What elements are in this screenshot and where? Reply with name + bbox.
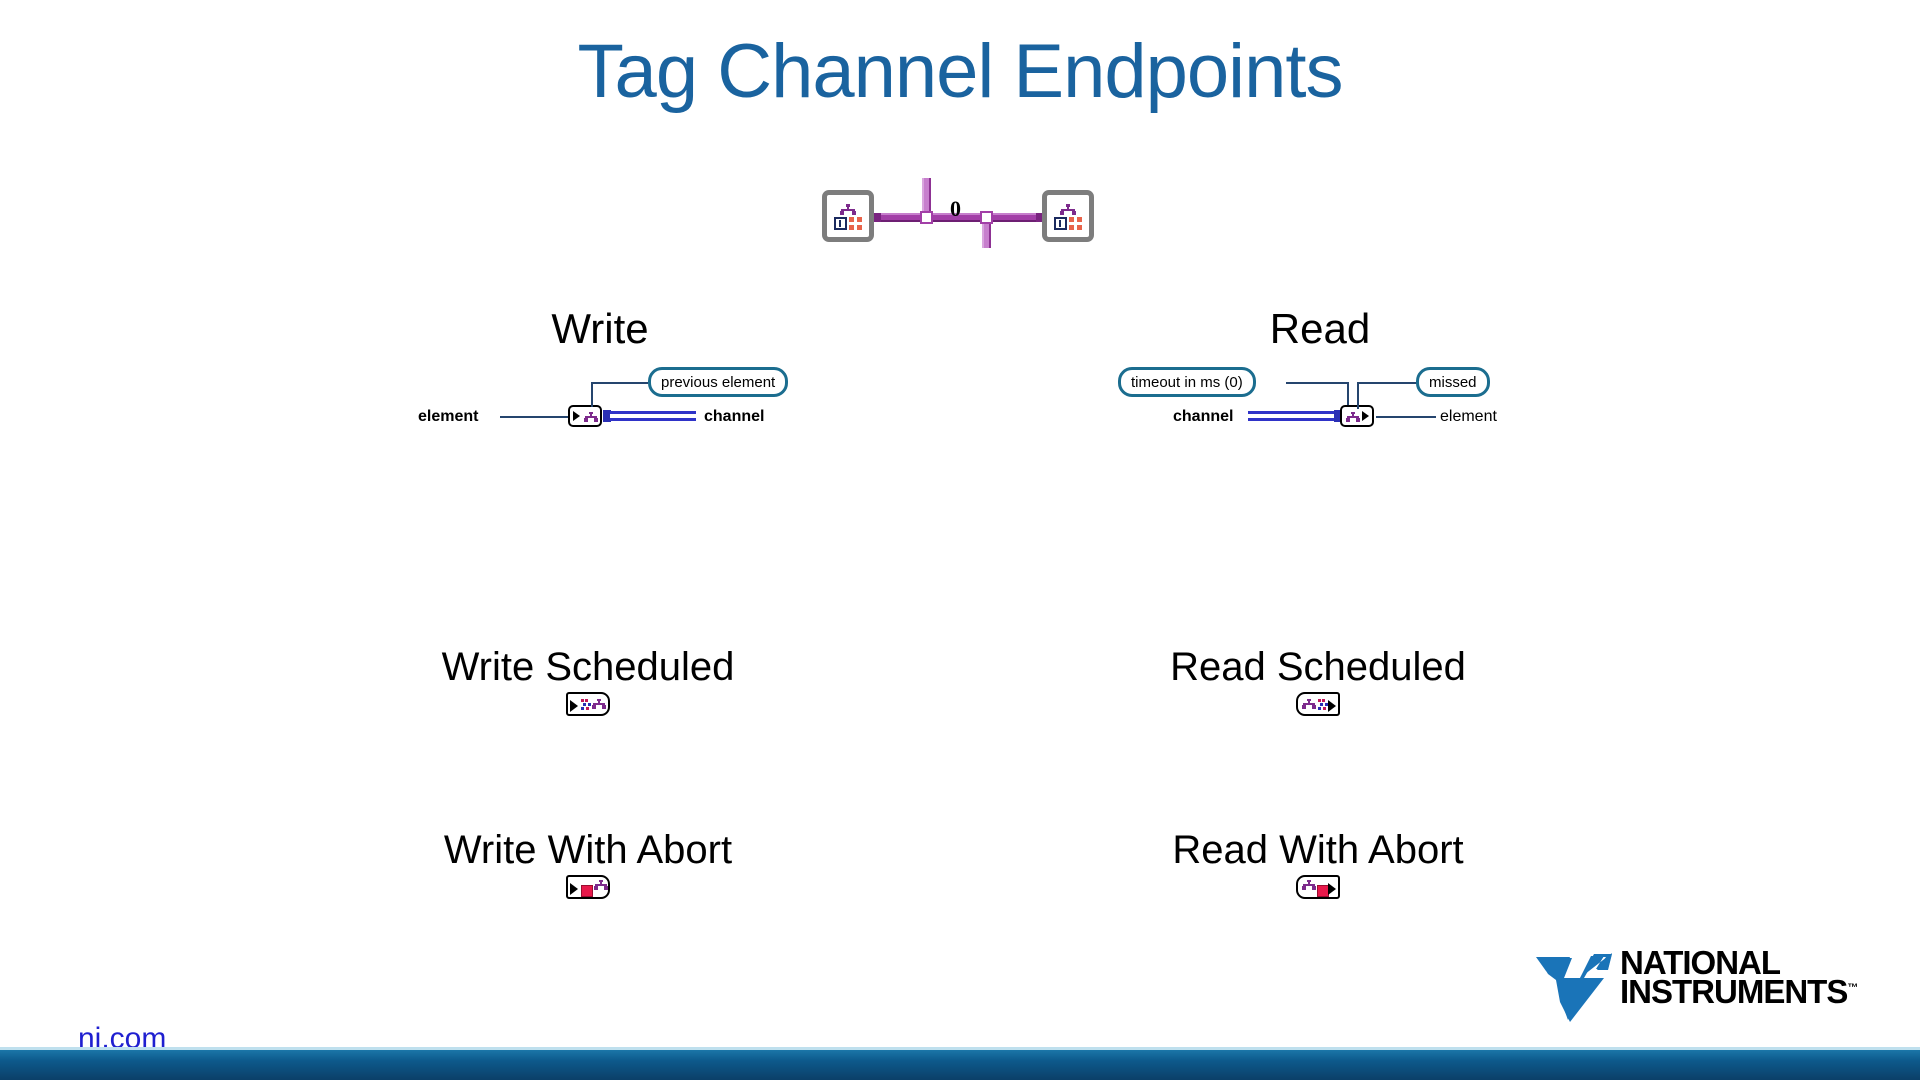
ni-logo-wordmark: NATIONAL INSTRUMENTS™	[1620, 944, 1858, 1008]
endpoint-inner	[1049, 197, 1087, 235]
vi-icon-body	[566, 875, 610, 899]
national-instruments-logo: NATIONAL INSTRUMENTS™	[1534, 944, 1874, 1022]
read-channel-wire	[1248, 411, 1334, 421]
vi-icon-body	[1296, 692, 1340, 716]
input-arrow-icon	[570, 700, 578, 712]
tag-channel-wire-diagram: 0	[822, 178, 1094, 248]
read-output-element-label: element	[1440, 408, 1497, 425]
output-arrow-icon	[1328, 883, 1336, 895]
abort-red-square-icon	[581, 885, 593, 897]
scheduled-tag-glyph-icon	[1302, 699, 1328, 710]
input-arrow-icon	[570, 883, 578, 895]
page-title: Tag Channel Endpoints	[577, 29, 1344, 114]
ni-eagle-mark-icon	[1536, 953, 1612, 1022]
read-with-abort-vi-icon	[1296, 875, 1340, 899]
tag-channel-glyph-icon	[584, 412, 598, 422]
footer-bar-highlight	[0, 1047, 1920, 1050]
vi-icon-body	[566, 692, 610, 716]
channel-branch-up	[922, 178, 931, 212]
wire-stub-right	[1035, 213, 1042, 222]
block-head-read-with-abort: Read With Abort	[1172, 828, 1464, 872]
read-timeout-wire-v	[1347, 382, 1349, 409]
write-input-element-label: element	[418, 408, 479, 425]
read-connector-diagram: timeout in ms (0) channel missed element	[1118, 367, 1538, 448]
write-output-channel-label: channel	[704, 408, 765, 425]
write-element-wire	[500, 416, 568, 418]
write-previous-element-branch-h	[591, 382, 648, 384]
scheduled-tag-glyph-icon	[581, 699, 606, 710]
wire-tee-right	[980, 211, 993, 224]
footer-bar	[0, 1050, 1920, 1080]
column-head-write: Write	[551, 305, 649, 352]
read-input-channel-label: channel	[1173, 408, 1234, 425]
write-previous-element-branch-v	[591, 382, 593, 407]
write-channel-wire	[610, 411, 696, 421]
channel-branch-down	[982, 217, 991, 248]
write-channel-wire-cap	[603, 410, 611, 422]
tag-channel-glyph-icon	[1060, 204, 1076, 215]
tag-reader-endpoint-icon	[1042, 190, 1094, 242]
wire-tee-left	[920, 211, 933, 224]
block-head-write-with-abort: Write With Abort	[443, 828, 733, 872]
endpoint-grid-square-icon	[849, 217, 862, 230]
output-arrow-icon	[1328, 700, 1336, 712]
indicator-square-icon	[834, 217, 847, 230]
read-element-wire	[1376, 416, 1436, 418]
read-channel-wire-cap	[1334, 410, 1342, 422]
wire-value-label: 0	[950, 196, 961, 221]
column-head-read: Read	[1269, 305, 1371, 352]
ni-logo-line1: NATIONAL	[1620, 944, 1781, 981]
read-timeout-wire-h	[1286, 382, 1347, 384]
write-connector-diagram: element previous element channel	[418, 367, 838, 448]
tag-channel-glyph-icon	[1346, 412, 1360, 422]
endpoint-grid-square-icon	[1069, 217, 1082, 230]
channel-wire-horizontal	[881, 213, 1036, 222]
read-input-timeout-bubble: timeout in ms (0)	[1118, 367, 1256, 397]
wire-stub-left	[874, 213, 881, 222]
ni-logo-line2-text: INSTRUMENTS	[1620, 973, 1848, 1011]
read-output-missed-bubble: missed	[1416, 367, 1490, 397]
tag-channel-glyph-icon	[840, 204, 856, 215]
indicator-square-icon	[1054, 217, 1067, 230]
write-output-previous-element-bubble: previous element	[648, 367, 789, 397]
node-output-arrow-icon	[1362, 411, 1369, 421]
block-head-read-scheduled: Read Scheduled	[1170, 645, 1466, 689]
write-scheduled-vi-icon	[566, 692, 610, 716]
read-missed-wire-v	[1357, 382, 1359, 409]
tag-channel-glyph-icon	[1302, 880, 1316, 890]
read-missed-wire-h	[1357, 382, 1418, 384]
ni-logo-line2: INSTRUMENTS™	[1620, 975, 1858, 1008]
block-head-write-scheduled: Write Scheduled	[441, 645, 735, 689]
vi-icon-body	[1296, 875, 1340, 899]
write-with-abort-vi-icon	[566, 875, 610, 899]
trademark-symbol: ™	[1847, 982, 1858, 995]
read-scheduled-vi-icon	[1296, 692, 1340, 716]
tag-writer-endpoint-icon	[822, 190, 874, 242]
node-input-arrow-icon	[573, 411, 580, 421]
channel-write-node-icon	[568, 405, 602, 427]
tag-channel-glyph-icon	[594, 880, 608, 890]
endpoint-inner	[829, 197, 867, 235]
